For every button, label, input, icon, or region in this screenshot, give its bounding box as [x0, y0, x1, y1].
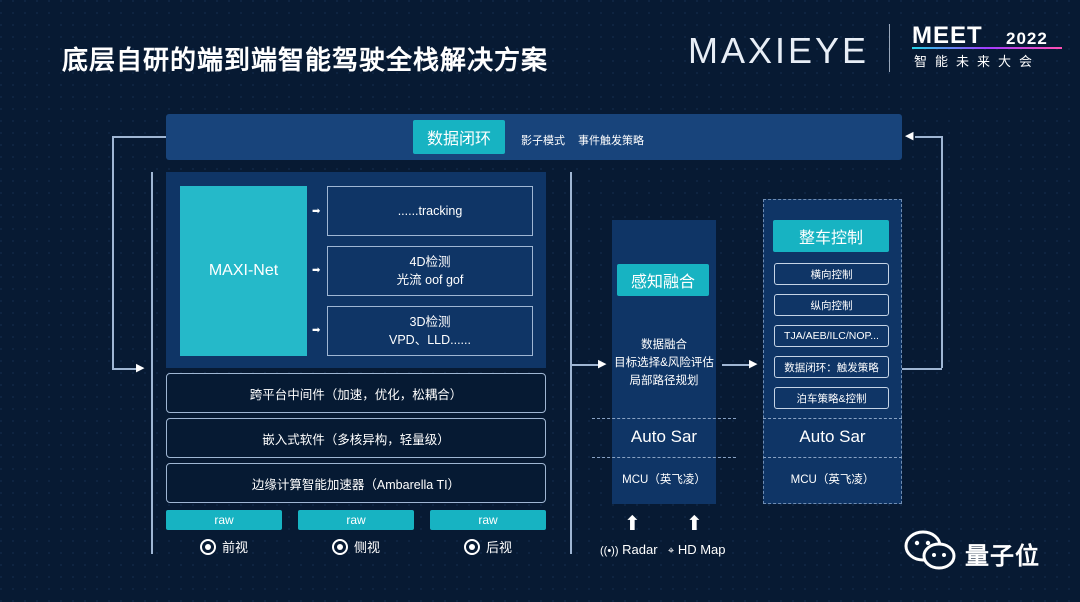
- logo-divider: [889, 24, 890, 72]
- fusion-dash-bottom: [592, 457, 736, 458]
- camera-icon: [464, 538, 480, 555]
- camera-icon: [200, 538, 216, 555]
- watermark-text: 量子位: [965, 543, 1040, 570]
- output-line: 3D检测: [409, 315, 451, 329]
- loop-line-left-bottom: [112, 368, 138, 370]
- 4d-detection-output: 4D检测 光流 oof gof: [327, 246, 533, 296]
- event-logo-title: MEET: [912, 22, 983, 49]
- control-item-parking: 泊车策略&控制: [774, 387, 889, 409]
- fusion-details: 数据融合 目标选择&风险评估 局部路径规划: [612, 336, 716, 390]
- control-dash-top: [763, 418, 902, 419]
- control-item-lateral: 横向控制: [774, 263, 889, 285]
- arrow-right-icon: ➡: [312, 325, 321, 336]
- to-control-line: [722, 364, 752, 366]
- loop-line-left-top: [112, 136, 166, 138]
- camera-label: 侧视: [354, 540, 381, 555]
- data-loop-bar: [166, 114, 902, 160]
- fusion-mcu: MCU（英飞凌）: [622, 474, 706, 486]
- data-loop-pill: 数据闭环: [413, 120, 505, 154]
- control-autosar: Auto Sar: [799, 427, 866, 446]
- embedded-software-layer: 嵌入式软件（多核异构，轻量级）: [166, 418, 546, 458]
- up-arrow-icon: ⬆: [624, 513, 641, 535]
- tracking-output: ......tracking: [327, 186, 533, 236]
- middle-divider: [570, 172, 572, 554]
- camera-front: 前视: [200, 537, 248, 556]
- raw-input-side: raw: [298, 510, 414, 530]
- output-line: ......tracking: [397, 204, 463, 218]
- page-title: 底层自研的端到端智能驾驶全栈解决方案: [62, 45, 549, 75]
- edge-accelerator-layer: 边缘计算智能加速器（Ambarella TI）: [166, 463, 546, 503]
- fusion-autosar: Auto Sar: [630, 427, 698, 446]
- raw-input-rear: raw: [430, 510, 546, 530]
- maxi-net-block: MAXI-Net: [180, 186, 307, 356]
- to-fusion-arrow-icon: ▶: [598, 358, 607, 370]
- event-logo-year: 2022: [1006, 29, 1048, 48]
- output-line: VPD、LLD......: [389, 333, 471, 347]
- hd-map-label: HD Map: [677, 542, 726, 557]
- up-arrow-icon: ⬆: [686, 513, 703, 535]
- loop-line-right-bottom: [889, 368, 942, 370]
- fusion-dash-top: [592, 418, 736, 419]
- arrow-right-icon: ➡: [312, 206, 321, 217]
- loop-arrow-left-icon: ▶: [136, 362, 145, 374]
- middleware-layer: 跨平台中间件（加速，优化，松耦合）: [166, 373, 546, 413]
- to-control-arrow-icon: ▶: [749, 358, 758, 370]
- arrow-right-icon: ➡: [312, 265, 321, 276]
- maxieye-logo: MAXIEYE: [688, 30, 870, 71]
- control-item-longitudinal: 纵向控制: [774, 294, 889, 316]
- 3d-detection-output: 3D检测 VPD、LLD......: [327, 306, 533, 356]
- control-item-functions: TJA/AEB/ILC/NOP...: [774, 325, 889, 347]
- camera-icon: [332, 538, 348, 555]
- fusion-line: 局部路径规划: [629, 375, 699, 387]
- control-dash-bottom: [763, 457, 902, 458]
- raw-input-front: raw: [166, 510, 282, 530]
- event-logo-gradient-bar: [912, 47, 1062, 49]
- camera-label: 前视: [222, 540, 249, 555]
- output-line: 4D检测: [409, 255, 451, 269]
- radar-sensor: ((•)) Radar: [600, 542, 658, 557]
- hd-map-sensor: ⌖ HD Map: [668, 542, 726, 558]
- loop-line-left-vertical: [112, 136, 114, 368]
- map-pin-icon: ⌖: [668, 545, 675, 557]
- loop-line-right-top: [915, 136, 942, 138]
- control-title: 整车控制: [773, 220, 889, 252]
- control-item-data-loop: 数据闭环：触发策略: [774, 356, 889, 378]
- camera-label: 后视: [486, 540, 513, 555]
- fusion-title: 感知融合: [617, 264, 709, 296]
- left-stack-guide: [151, 172, 153, 554]
- event-trigger-label: 事件触发策略: [578, 135, 644, 147]
- loop-arrow-right-icon: ◀: [905, 130, 914, 142]
- fusion-line: 数据融合: [641, 339, 687, 351]
- event-logo-subtitle: 智能未来大会: [914, 54, 1041, 69]
- camera-side: 侧视: [332, 537, 380, 556]
- to-fusion-line: [571, 364, 601, 366]
- radar-label: Radar: [622, 542, 658, 557]
- camera-rear: 后视: [464, 537, 512, 556]
- loop-line-right-vertical: [941, 136, 943, 368]
- wechat-icon: [904, 530, 956, 570]
- fusion-line: 目标选择&风险评估: [614, 357, 714, 369]
- shadow-mode-label: 影子模式: [521, 135, 565, 147]
- radar-icon: ((•)): [600, 545, 619, 557]
- control-mcu: MCU（英飞凌）: [790, 474, 875, 486]
- output-line: 光流 oof gof: [396, 273, 464, 287]
